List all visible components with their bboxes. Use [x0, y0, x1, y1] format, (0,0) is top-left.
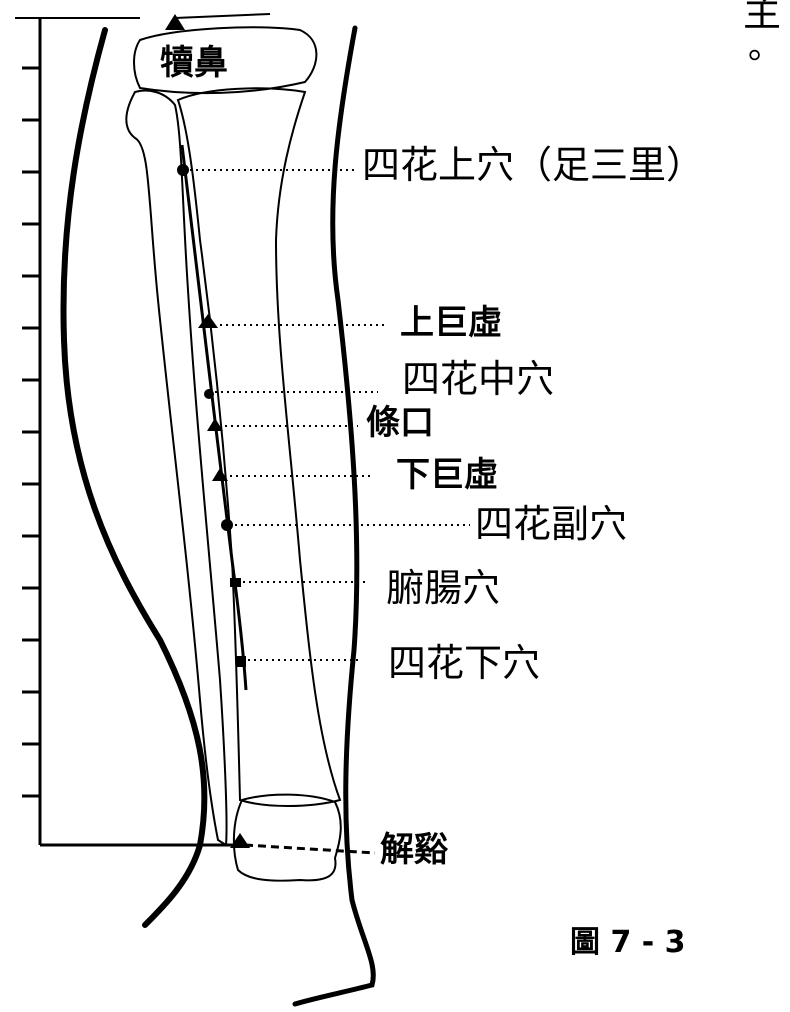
label-sihua-shang: 四花上穴（足三里）: [362, 143, 705, 187]
label-fuchang: 腑腸穴: [386, 566, 501, 610]
top-right-fragment-mark: 。: [748, 27, 782, 67]
acupoint-marker-shangjuxu: [198, 314, 218, 328]
leg-outline-right: [292, 25, 376, 1007]
label-shangjuxu: 上巨虛: [400, 303, 502, 343]
acupoint-marker-sihua-xia: [236, 656, 246, 667]
leader-lines: [190, 169, 470, 661]
leg-outline-left: [60, 27, 208, 928]
label-sihua-fu: 四花副穴: [475, 502, 628, 546]
acupoint-marker-sihua-fu: [221, 519, 233, 531]
acupoint-marker-tiaokou: [207, 418, 223, 431]
kneecap-outline: [133, 26, 318, 95]
top-triangle-marker: [165, 14, 185, 30]
acupoint-marker-sihua-shang: [177, 164, 189, 176]
acupoint-marker-fuchang: [230, 578, 241, 587]
ruler-ticks: [22, 66, 40, 798]
acupoint-marker-xiajuxu: [212, 468, 228, 481]
acupoint-marker-jiexi: [230, 833, 250, 848]
label-sihua-zhong: 四花中穴: [402, 357, 555, 401]
label-jiexi: 解谿: [380, 830, 448, 870]
ankle-bone-outline: [232, 793, 342, 882]
label-tiaokou: 條口: [366, 403, 434, 443]
measurement-frame: [15, 13, 271, 847]
top-right-fragment-char: 主: [743, 0, 782, 35]
bone-centerline: [180, 144, 248, 691]
label-sihua-xia: 四花下穴: [388, 641, 541, 685]
fibula-outline: [125, 89, 228, 847]
figure-caption: 圖 7 - 3: [570, 925, 686, 960]
label-xiajuxu: 下巨虛: [396, 455, 498, 495]
label-dubi: 犢鼻: [160, 43, 228, 83]
acupoint-marker-sihua-zhong: [204, 389, 214, 399]
jiexi-leader-line: [244, 843, 376, 855]
tibia-outline: [176, 87, 342, 807]
